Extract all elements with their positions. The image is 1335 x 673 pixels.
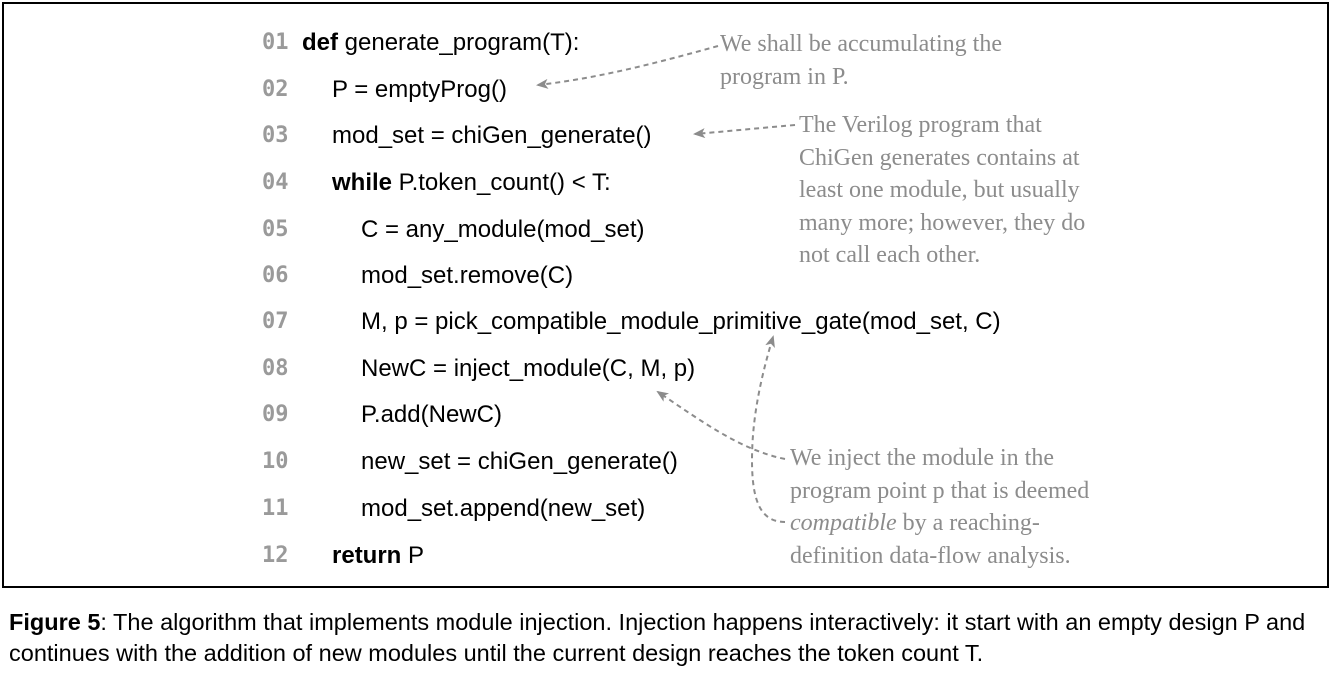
code-text: def generate_program(T): [302,28,579,58]
arrow-to-line-07 [750,335,786,523]
line-number: 03 [262,123,289,148]
code-keyword: while [332,169,393,196]
code-text: new_set = chiGen_generate() [361,447,678,477]
annotation-text: by a reaching- [896,510,1040,536]
line-number: 08 [262,356,289,381]
line-number: 06 [262,263,289,288]
line-number: 04 [262,170,289,195]
code-statement: mod_set = chiGen_generate() [332,122,652,149]
code-text: mod_set.remove(C) [361,261,573,291]
annotation-emphasis: compatible [790,510,897,536]
line-number: 09 [262,402,289,427]
code-statement: mod_set.remove(C) [361,262,574,289]
code-statement: P = emptyProg() [332,76,507,103]
annotation-text: least one module, but usually [799,177,1080,203]
code-statement: new_set = chiGen_generate() [361,448,678,475]
annotation-text: program point p that is deemed [790,477,1090,504]
code-keyword: def [302,29,338,56]
line-number: 11 [262,496,289,521]
arrow-to-line-03 [693,124,796,139]
annotation-text: We shall be accumulating the [720,31,1002,57]
code-statement: P [401,542,425,569]
annotation-text: The Verilog program that [799,112,1042,138]
code-text: M, p = pick_compatible_module_primitive_… [361,307,1001,337]
line-number: 07 [262,309,289,334]
arrow-to-line-02 [536,45,719,89]
code-text: mod_set = chiGen_generate() [332,121,652,151]
code-text: P.add(NewC) [361,400,502,430]
code-statement: generate_program(T): [338,29,580,56]
code-text: P = emptyProg() [332,75,507,105]
line-number: 10 [262,449,289,474]
code-text: while P.token_count() < T: [332,168,611,198]
code-statement: P.add(NewC) [361,401,502,428]
caption-text: : The algorithm that implements module i… [9,609,1306,666]
code-text: C = any_module(mod_set) [361,215,644,245]
annotation-text-line: compatible by a reaching- [790,507,1089,540]
code-statement: NewC = inject_module(C, M, p) [361,355,696,382]
figure-caption: Figure 5: The algorithm that implements … [9,607,1329,669]
code-statement: M, p = pick_compatible_module_primitive_… [361,308,1001,335]
code-statement: C = any_module(mod_set) [361,216,645,243]
annotation-text: program in P. [720,63,849,90]
annotation-text: We inject the module in the [790,445,1054,471]
line-number: 01 [262,30,289,55]
figure-frame [2,2,1329,588]
figure-label: Figure 5 [9,609,101,635]
annotation-text: ChiGen generates contains at [799,144,1080,171]
annotation-text: definition data-flow analysis. [790,542,1071,569]
code-text: return P [332,541,424,571]
annotation-verilog: The Verilog program that ChiGen generate… [799,109,1085,272]
code-text: mod_set.append(new_set) [361,494,645,524]
line-number: 02 [262,77,289,102]
code-keyword: return [332,542,402,569]
code-statement: P.token_count() < T: [392,169,611,196]
annotation-text: not call each other. [799,242,981,268]
line-number: 12 [262,543,289,568]
annotation-text: many more; however, they do [799,209,1086,236]
line-number: 05 [262,217,289,242]
code-text: NewC = inject_module(C, M, p) [361,354,695,384]
annotation-accumulate: We shall be accumulating the program in … [720,28,1002,93]
annotation-inject: We inject the module in the program poin… [790,442,1089,572]
arrow-to-line-08 [656,390,786,460]
code-statement: mod_set.append(new_set) [361,495,646,522]
